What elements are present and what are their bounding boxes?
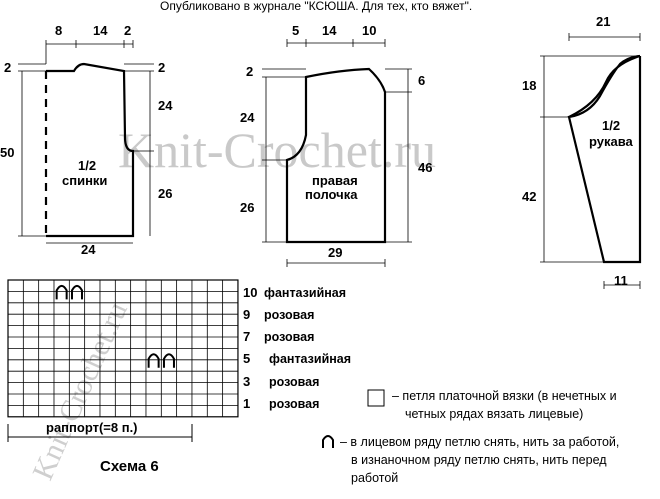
front-label-2: полочка <box>305 187 358 202</box>
legend-square-line-1: – петля платочной вязки (в нечетных и <box>392 389 617 403</box>
front-label-1: правая <box>312 173 358 188</box>
back-dim-top-1: 8 <box>55 23 62 38</box>
row-num: 9 <box>243 307 250 322</box>
legend-arch-line-2: в изнаночном ряду петлю снять, нить пере… <box>351 453 607 467</box>
back-dim-right-top: 2 <box>158 60 165 75</box>
front-dim-right-lower: 46 <box>418 160 432 175</box>
legend-arch-line-3: работой <box>351 471 398 485</box>
slip-stitch-icon <box>147 353 160 368</box>
back-dim-top-3: 2 <box>124 23 131 38</box>
back-dim-right-lower: 26 <box>158 186 172 201</box>
row-num: 1 <box>243 396 250 411</box>
back-dim-top-2: 14 <box>93 23 108 38</box>
slip-stitch-icon <box>162 353 175 368</box>
watermark-text: Knit-Crochet.ru <box>118 122 436 178</box>
row-name: фантазийная <box>264 286 346 300</box>
publication-note: Опубликовано в журнале "КСЮША. Для тех, … <box>160 0 472 13</box>
front-dim-top-3: 10 <box>362 23 376 38</box>
legend: – петля платочной вязки (в нечетных и че… <box>322 389 619 485</box>
row-labels: 10 фантазийная 9 розовая 7 розовая 5 фан… <box>243 285 351 411</box>
sleeve-outline <box>567 54 642 264</box>
front-dim-left-lower: 26 <box>240 200 254 215</box>
row-num: 3 <box>243 374 250 389</box>
row-num: 10 <box>243 285 257 300</box>
front-dim-top-1: 5 <box>292 23 299 38</box>
back-label-1: 1/2 <box>78 158 96 173</box>
sleeve-label-1: 1/2 <box>602 118 620 133</box>
front-dim-right-upper: 6 <box>418 73 425 88</box>
legend-square-icon <box>367 389 385 407</box>
back-dim-left-height: 50 <box>0 145 14 160</box>
back-label-2: спинки <box>62 173 107 188</box>
repeat-bracket: раппорт(=8 п.) <box>7 420 193 442</box>
scheme-grid <box>7 279 239 418</box>
back-dim-bottom: 24 <box>81 242 96 257</box>
slip-stitch-icon <box>70 284 83 300</box>
sleeve-dim-top: 21 <box>596 14 610 29</box>
sleeve-piece: 1/2 рукава 21 18 42 11 <box>522 14 642 289</box>
sleeve-label-2: рукава <box>589 134 634 149</box>
scheme-title: Схема 6 <box>100 458 159 475</box>
front-dim-left-top: 2 <box>246 64 253 79</box>
front-piece: правая полочка 5 14 10 2 24 26 6 46 29 <box>240 23 432 267</box>
legend-square-line-2: четных рядах вязать лицевые) <box>405 407 583 421</box>
back-dim-right-upper: 24 <box>158 98 173 113</box>
front-dim-top-2: 14 <box>322 23 337 38</box>
legend-arch-line-1: – в лицевом ряду петлю снять, нить за ра… <box>340 435 619 449</box>
back-piece: 1/2 спинки 8 14 2 2 50 2 24 26 24 <box>0 23 173 257</box>
row-num: 5 <box>243 351 250 366</box>
sleeve-cap-curve <box>568 54 641 118</box>
sleeve-dim-left-upper: 18 <box>522 78 536 93</box>
repeat-label: раппорт(=8 п.) <box>46 420 138 435</box>
front-dim-left-upper: 24 <box>240 110 255 125</box>
slip-stitch-icon <box>55 284 68 300</box>
row-name: фантазийная <box>269 352 351 366</box>
back-dim-left-top: 2 <box>4 60 11 75</box>
row-name: розовая <box>269 397 319 411</box>
row-name: розовая <box>264 330 314 344</box>
row-num: 7 <box>243 329 250 344</box>
front-dim-bottom: 29 <box>328 245 342 260</box>
legend-arch-icon <box>322 435 334 448</box>
row-name: розовая <box>264 308 314 322</box>
row-name: розовая <box>269 375 319 389</box>
front-outline <box>285 67 387 244</box>
sleeve-dim-left-lower: 42 <box>522 189 536 204</box>
sleeve-dim-bottom: 11 <box>614 273 628 288</box>
